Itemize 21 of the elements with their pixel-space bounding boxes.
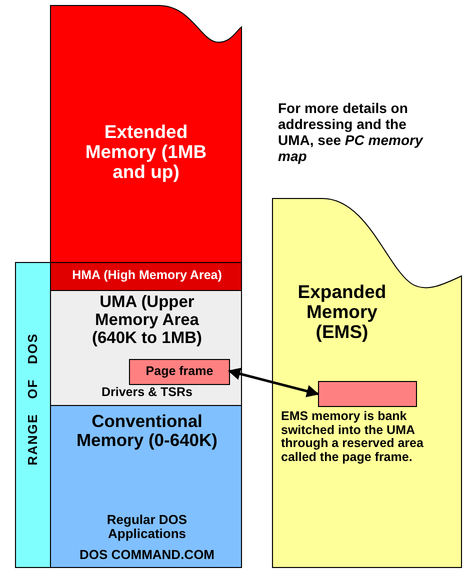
region-title: UMA (Upper Memory Area (640K to 1MB) xyxy=(90,294,203,348)
range-label: RANGE OF DOS xyxy=(25,333,40,466)
memory-region xyxy=(50,405,242,568)
memory-column xyxy=(272,198,462,568)
region-title: Conventional Memory (0-640K) xyxy=(75,412,219,450)
memory-region xyxy=(50,290,242,406)
region-note: DOS COMMAND.COM xyxy=(78,548,216,562)
region-title: Page frame xyxy=(144,365,214,378)
range-band xyxy=(15,262,51,568)
memory-region xyxy=(50,262,242,291)
region-note: Drivers & TSRs xyxy=(100,386,194,400)
region-title: HMA (High Memory Area) xyxy=(71,269,223,282)
page-frame-box xyxy=(129,359,230,385)
region-note: EMS memory is bank switched into the UMA through a reserved area called the page frame. xyxy=(281,410,424,464)
arrow xyxy=(228,368,320,398)
region-title: Extended Memory (1MB and up) xyxy=(84,122,208,182)
region-title: Expanded Memory (EMS) xyxy=(296,282,388,342)
note-text: For more details on addressing and the UMA, see PC memory map xyxy=(278,100,424,164)
region-note: Regular DOS Applications xyxy=(106,513,188,542)
memory-column xyxy=(50,5,242,263)
page-frame-box xyxy=(318,381,417,407)
